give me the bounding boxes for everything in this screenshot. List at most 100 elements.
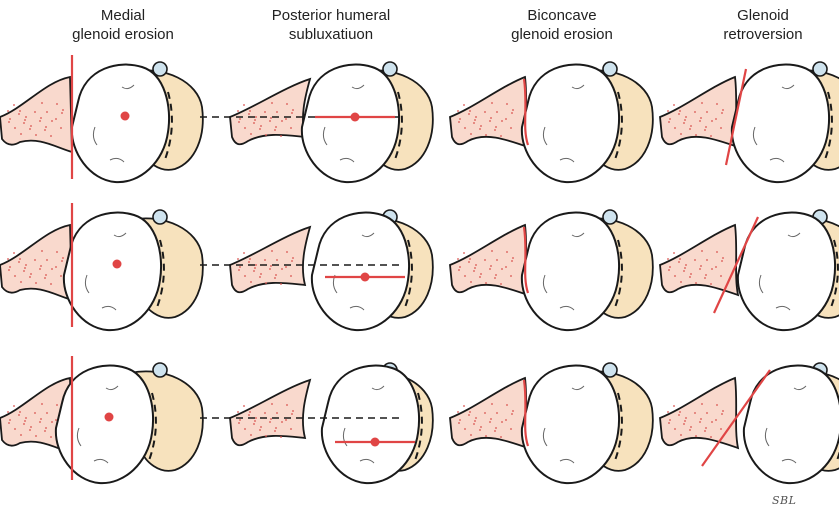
bone-stipple [716, 103, 718, 105]
scapula-bone [230, 227, 310, 292]
shoulder-illustration [0, 203, 203, 330]
bone-stipple [44, 129, 46, 131]
bone-stipple [8, 121, 10, 123]
bone-stipple [458, 121, 460, 123]
humeral-head [744, 366, 839, 484]
bone-stipple [510, 275, 512, 277]
bone-stipple [239, 419, 241, 421]
bone-stipple [511, 112, 513, 114]
bone-stipple [286, 103, 288, 105]
bone-stipple [34, 259, 36, 261]
bone-stipple [8, 422, 10, 424]
scapula-bone [230, 380, 310, 445]
bone-stipple [669, 118, 671, 120]
bone-stipple [285, 266, 287, 268]
bone-stipple [495, 427, 497, 429]
bone-stipple [50, 436, 52, 438]
bone-stipple [485, 435, 487, 437]
bone-stipple [56, 103, 58, 105]
bone-stipple [270, 418, 272, 420]
bone-stipple [243, 252, 245, 254]
bone-stipple [469, 110, 471, 112]
bone-stipple [512, 257, 514, 259]
bone-stipple [458, 269, 460, 271]
bone-stipple [254, 267, 256, 269]
bone-stipple [706, 412, 708, 414]
bone-stipple [275, 274, 277, 276]
bone-stipple [721, 260, 723, 262]
bone-stipple [13, 252, 15, 254]
bone-stipple [61, 260, 63, 262]
bone-stipple [7, 258, 9, 260]
bone-stipple [25, 264, 27, 266]
bone-stipple [244, 127, 246, 129]
bone-stipple [290, 127, 292, 129]
bone-stipple [25, 116, 27, 118]
bone-stipple [668, 269, 670, 271]
humeral-head [522, 366, 619, 484]
bone-stipple [50, 135, 52, 137]
bone-stipple [496, 412, 498, 414]
bone-stipple [474, 267, 476, 269]
bone-stipple [276, 412, 278, 414]
bone-stipple [721, 112, 723, 114]
bone-stipple [470, 133, 472, 135]
bone-stipple [9, 266, 11, 268]
bone-stipple [274, 277, 276, 279]
bone-stipple [695, 282, 697, 284]
bone-stipple [512, 410, 514, 412]
bone-stipple [290, 275, 292, 277]
bone-stipple [34, 111, 36, 113]
bone-stipple [29, 276, 31, 278]
bone-stipple [706, 259, 708, 261]
bone-stipple [679, 258, 681, 260]
bone-stipple [20, 133, 22, 135]
bone-stipple [490, 117, 492, 119]
bone-stipple [685, 417, 687, 419]
bone-stipple [500, 135, 502, 137]
bone-stipple [29, 128, 31, 130]
bone-stipple [505, 266, 507, 268]
bone-stipple [255, 116, 257, 118]
bone-stipple [494, 129, 496, 131]
bone-stipple [259, 128, 261, 130]
bone-stipple [13, 405, 15, 407]
bone-stipple [20, 434, 22, 436]
bone-stipple [271, 250, 273, 252]
bone-stipple [46, 259, 48, 261]
bone-stipple [291, 112, 293, 114]
shoulder-illustration [200, 210, 433, 330]
bone-stipple [238, 121, 240, 123]
bone-stipple [690, 273, 692, 275]
bone-stipple [463, 405, 465, 407]
bone-stipple [280, 283, 282, 285]
bone-stipple [715, 266, 717, 268]
humeral-head [732, 65, 829, 183]
bone-stipple [18, 414, 20, 416]
shoulder-illustration [660, 210, 839, 330]
bone-stipple [264, 412, 266, 414]
bone-stipple [496, 111, 498, 113]
bone-stipple [24, 119, 26, 121]
bone-stipple [689, 276, 691, 278]
bone-stipple [474, 119, 476, 121]
bone-stipple [701, 403, 703, 405]
scapula-bone [660, 378, 738, 448]
bone-stipple [699, 421, 701, 423]
bone-stipple [699, 268, 701, 270]
bone-stipple [669, 266, 671, 268]
bone-stipple [35, 134, 37, 136]
bone-stipple [55, 118, 57, 120]
bone-stipple [500, 436, 502, 438]
bone-stipple [39, 120, 41, 122]
bone-stipple [39, 268, 41, 270]
bone-stipple [468, 261, 470, 263]
bone-stipple [457, 411, 459, 413]
bone-stipple [695, 435, 697, 437]
bone-stipple [260, 125, 262, 127]
bone-stipple [19, 258, 21, 260]
bone-stipple [244, 428, 246, 430]
bone-stipple [494, 277, 496, 279]
bone-stipple [459, 266, 461, 268]
